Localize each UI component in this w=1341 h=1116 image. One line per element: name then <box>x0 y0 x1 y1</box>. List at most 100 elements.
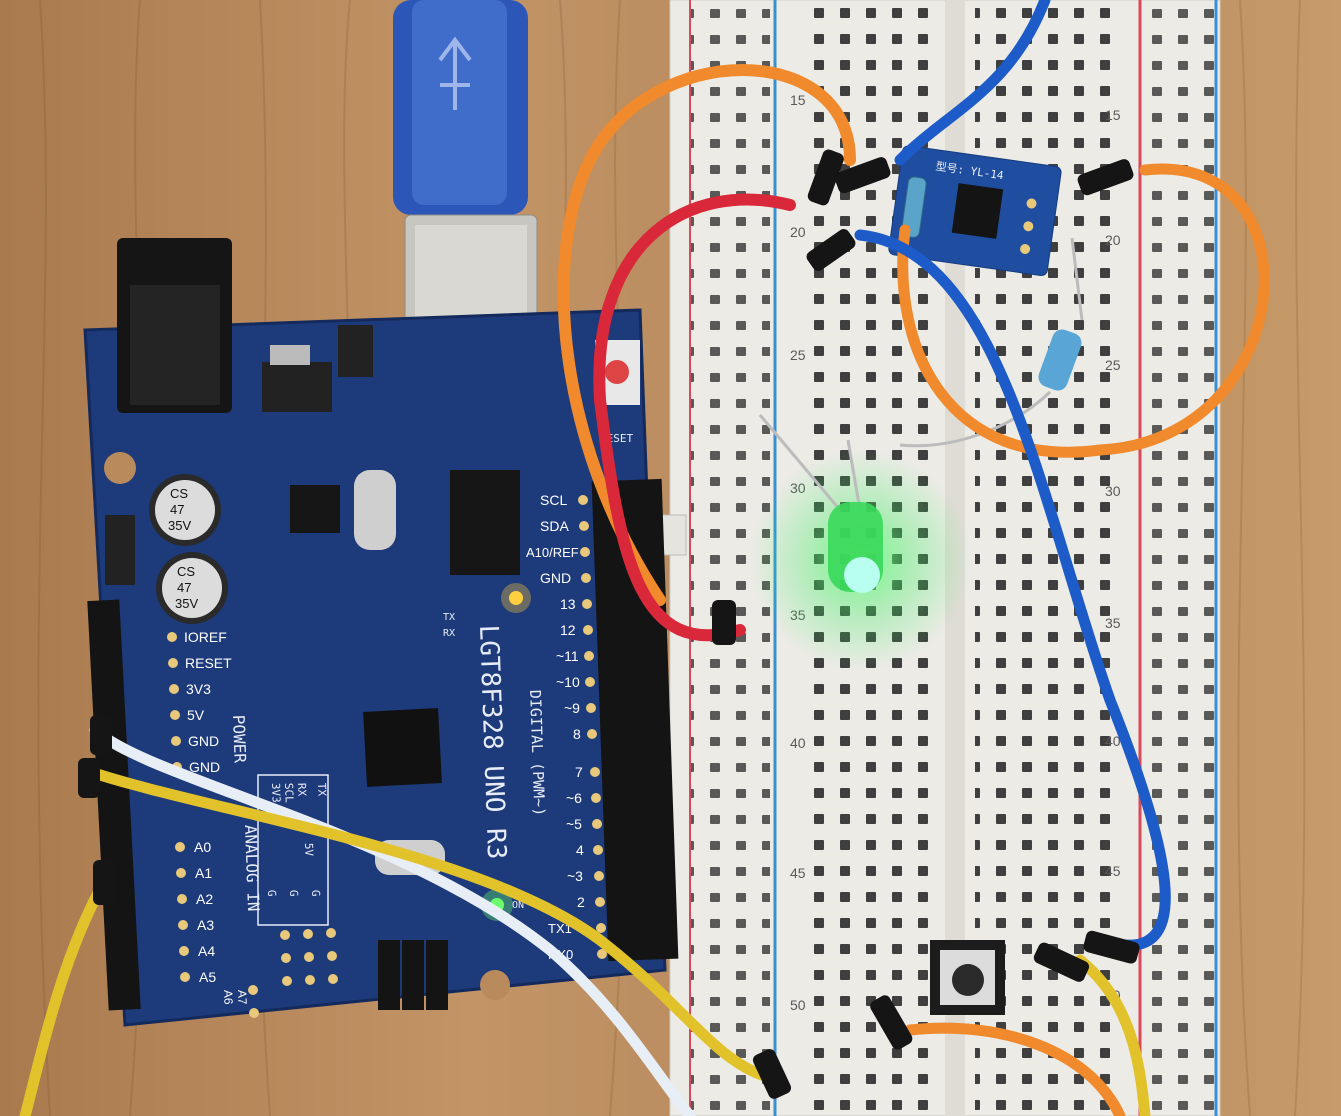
pin-label: A5 <box>199 969 216 985</box>
svg-text:A7: A7 <box>235 990 250 1005</box>
power-section-label: POWER <box>229 714 250 763</box>
svg-text:SCL: SCL <box>282 783 296 804</box>
icsp-header-pins <box>378 940 448 1010</box>
mounting-hole <box>104 452 136 484</box>
svg-text:G: G <box>265 890 278 897</box>
usb-serial-chip <box>450 470 520 575</box>
pin-label: IOREF <box>184 629 227 645</box>
svg-text:RX: RX <box>295 783 308 797</box>
voltage-regulator <box>262 362 332 412</box>
row-number: 25 <box>1105 357 1121 373</box>
svg-text:47: 47 <box>177 580 191 595</box>
pin-label: GND <box>189 759 220 775</box>
pin-label: 4 <box>576 842 584 858</box>
wire-yellow <box>1074 954 1151 1116</box>
wire-white <box>89 724 696 1116</box>
mounting-hole <box>480 970 510 1000</box>
pin-label: SDA <box>540 518 569 534</box>
capacitor: CS 47 35V <box>149 474 221 546</box>
crystal-oscillator <box>354 470 396 550</box>
svg-text:TX: TX <box>315 783 328 797</box>
pin-label: 8 <box>573 726 581 742</box>
usb-symbol-icon <box>438 36 472 110</box>
svg-text:5V: 5V <box>302 843 315 857</box>
wire-yellow <box>19 874 111 1116</box>
pin-label: ~11 <box>556 648 579 664</box>
row-number: 45 <box>790 865 806 881</box>
svg-text:3V3: 3V3 <box>269 783 283 803</box>
row-number: 20 <box>1105 232 1121 248</box>
wire-orange <box>904 1022 1126 1116</box>
wire-orange <box>897 163 1270 458</box>
microcontroller-chip <box>363 708 442 787</box>
iic-header-block: RX SCL 3V3 TX 5V G G G <box>257 774 329 926</box>
pin-label: ~6 <box>566 790 582 806</box>
green-led <box>750 414 970 670</box>
svg-text:RX: RX <box>443 628 455 639</box>
pin-label: ~5 <box>566 816 582 832</box>
pin-label: 3V3 <box>186 681 211 697</box>
pin-label: TX1 <box>548 921 572 936</box>
row-number: 50 <box>790 997 806 1013</box>
svg-text:35V: 35V <box>175 596 198 611</box>
row-number: 35 <box>1105 615 1121 631</box>
pin-label: ~3 <box>567 868 583 884</box>
digital-pin-labels: SCL SDA A10/REF GND 13 12 ~11 ~10 ~9 8 7… <box>526 492 585 962</box>
svg-text:TX: TX <box>443 612 455 623</box>
pin-label: A0 <box>194 839 211 855</box>
row-number: 45 <box>1105 863 1121 879</box>
pin-label: A10/REF <box>526 545 579 560</box>
row-number: 20 <box>790 224 806 240</box>
arduino-board: CS 47 35V CS 47 35V RESET ON TX <box>83 238 679 1027</box>
digital-section-label: DIGITAL (PWM~) <box>526 690 548 817</box>
svg-text:G: G <box>287 890 300 897</box>
module-chip <box>951 183 1004 239</box>
wire-blue <box>854 229 1171 951</box>
svg-text:35V: 35V <box>168 518 191 533</box>
svg-text:CS: CS <box>177 564 195 579</box>
wire-connectors <box>78 149 1140 1099</box>
pin-label: RESET <box>185 655 232 671</box>
wire-yellow <box>79 764 786 1086</box>
row-number: 25 <box>790 347 806 363</box>
analog-section-label: ANALOG IN <box>241 824 263 911</box>
pin-label: ~9 <box>564 700 580 716</box>
digital-pin-holes <box>578 495 607 959</box>
pin-label: SCL <box>540 492 567 508</box>
pin-label: GND <box>188 733 219 749</box>
analog-pin-labels: A0 A1 A2 A3 A4 A5 A6 A7 <box>175 839 250 1005</box>
jumper-wires <box>19 0 1270 1116</box>
row-number: 40 <box>790 735 806 751</box>
push-button <box>930 940 1005 1015</box>
pin-label: 7 <box>575 764 583 780</box>
pin-label: A1 <box>195 865 212 881</box>
pin-label: GND <box>540 570 571 586</box>
row-number: 15 <box>790 92 806 108</box>
icsp-pins <box>248 928 338 1018</box>
pin-label: ~10 <box>556 674 580 690</box>
power-analog-header <box>87 599 141 1011</box>
pin-label: 12 <box>560 622 576 638</box>
row-number: 30 <box>1105 483 1121 499</box>
wire-blue <box>894 0 1051 166</box>
svg-text:A6: A6 <box>221 990 236 1005</box>
pin-label: 13 <box>560 596 576 612</box>
pin-label: A4 <box>198 943 215 959</box>
pin-label: A3 <box>197 917 214 933</box>
svg-text:G: G <box>309 890 322 897</box>
svg-text:CS: CS <box>170 486 188 501</box>
pin-label: 5V <box>187 707 205 723</box>
chip <box>290 485 340 533</box>
wire-red <box>593 193 796 642</box>
sensor-module: 型号: YL-14 <box>888 145 1062 277</box>
svg-text:47: 47 <box>170 502 184 517</box>
pin-label: A2 <box>196 891 213 907</box>
power-pin-labels: IOREF RESET 3V3 5V GND GND <box>167 629 232 775</box>
wire-orange <box>557 64 856 606</box>
svg-text:ON: ON <box>512 900 524 911</box>
row-number: 15 <box>1105 107 1121 123</box>
pin-label: 2 <box>577 894 585 910</box>
status-led <box>509 591 523 605</box>
